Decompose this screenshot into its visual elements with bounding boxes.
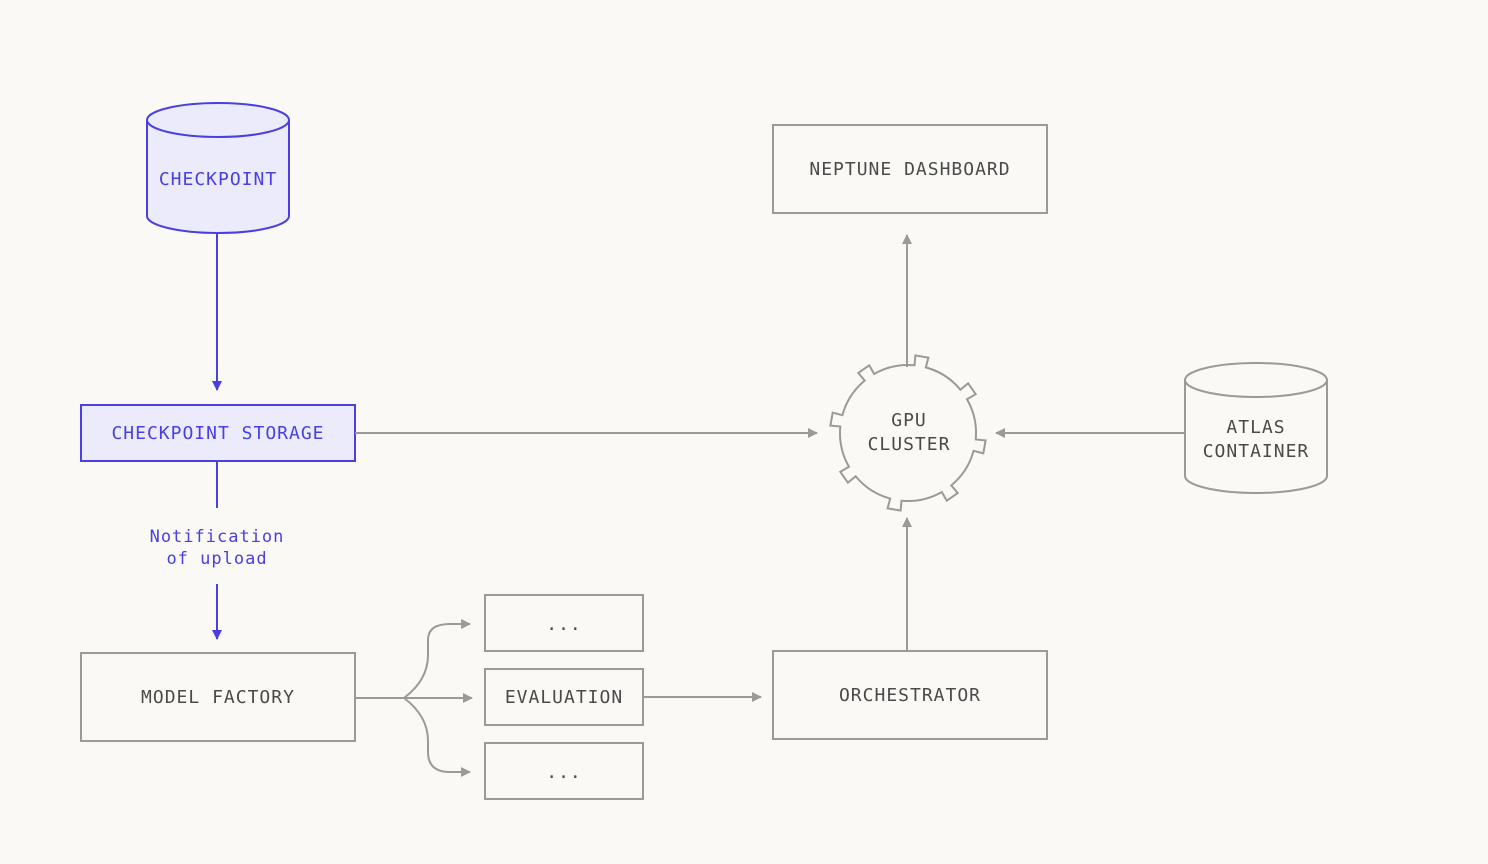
- checkpoint-storage-box: CHECKPOINT STORAGE: [80, 404, 356, 462]
- evaluation-label: EVALUATION: [505, 687, 623, 708]
- neptune-dashboard-box: NEPTUNE DASHBOARD: [772, 124, 1048, 214]
- atlas-container-label-line1: ATLAS: [1226, 417, 1285, 438]
- eval-box-top: ...: [484, 594, 644, 652]
- checkpoint-cylinder: CHECKPOINT: [146, 102, 290, 234]
- orchestrator-label: ORCHESTRATOR: [839, 685, 981, 706]
- notification-label-line1: Notification: [150, 527, 285, 547]
- atlas-container-cylinder: ATLAS CONTAINER: [1184, 362, 1328, 494]
- eval-top-label: ...: [546, 614, 582, 635]
- eval-box-bottom: ...: [484, 742, 644, 800]
- checkpoint-storage-label: CHECKPOINT STORAGE: [111, 423, 324, 444]
- gpu-cluster-label-line2: CLUSTER: [868, 434, 951, 455]
- factory-branch-connectors: [355, 619, 473, 777]
- gear-icon: [829, 354, 987, 512]
- orchestrator-box: ORCHESTRATOR: [772, 650, 1048, 740]
- atlas-container-label-line2: CONTAINER: [1203, 441, 1310, 462]
- gpu-cluster-label-line1: GPU: [891, 410, 927, 431]
- neptune-dashboard-label: NEPTUNE DASHBOARD: [809, 159, 1010, 180]
- notification-label-line2: of upload: [166, 549, 267, 569]
- checkpoint-label: CHECKPOINT: [159, 169, 277, 190]
- evaluation-box: EVALUATION: [484, 668, 644, 726]
- eval-bottom-label: ...: [546, 762, 582, 783]
- model-factory-label: MODEL FACTORY: [141, 687, 295, 708]
- model-factory-box: MODEL FACTORY: [80, 652, 356, 742]
- gpu-cluster-node: GPU CLUSTER: [829, 354, 987, 512]
